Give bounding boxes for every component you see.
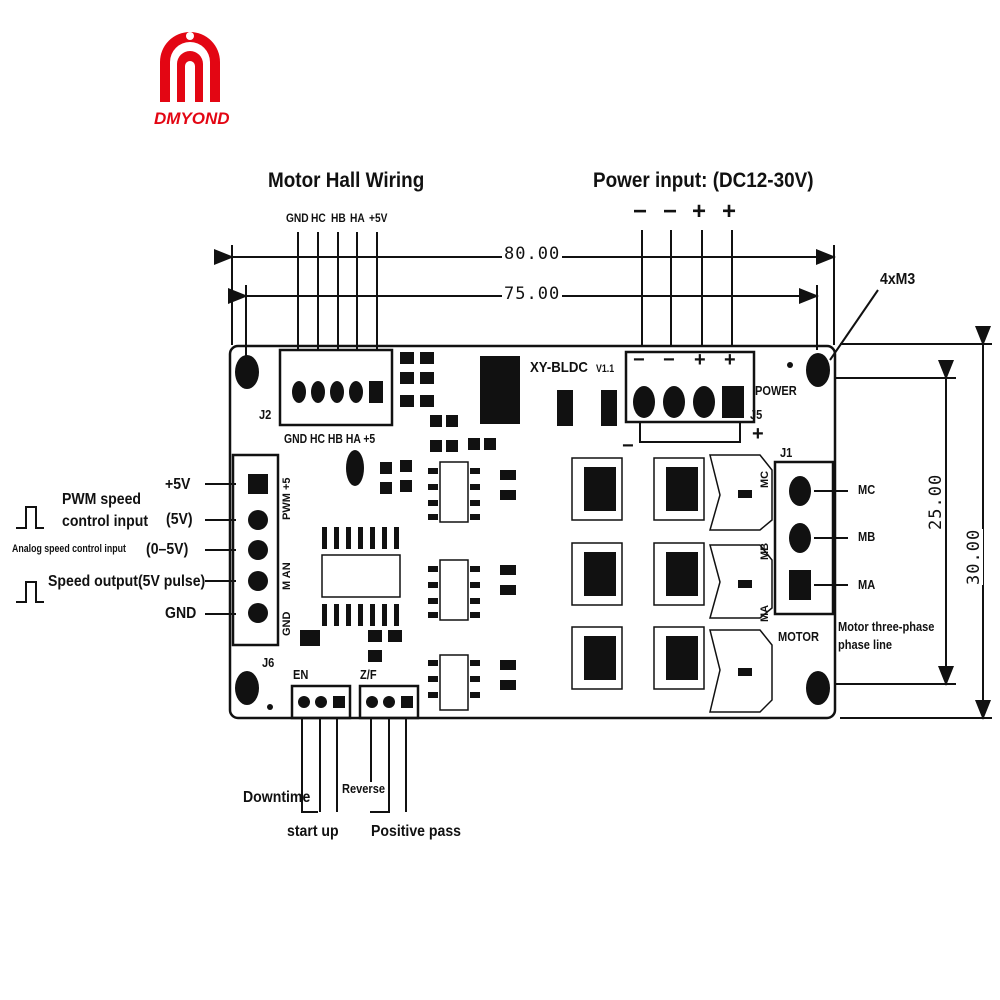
right-mb-label: MB (858, 529, 876, 544)
board-model: XY-BLDC (530, 359, 588, 376)
reverse-label: Reverse (342, 781, 386, 796)
hall-header-hc: HC (311, 211, 326, 225)
pcb-mb-label: MB (759, 542, 771, 560)
j2-pin-labels: GND HC HB HA +5 (284, 431, 376, 446)
hall-wiring-title: Motor Hall Wiring (268, 169, 425, 192)
board-motor-label: MOTOR (778, 629, 819, 644)
power-sign-2: − (663, 198, 678, 225)
hall-header-ha: HA (350, 211, 365, 225)
dim-80-label: 80.00 (502, 244, 563, 264)
board-plus-mark: + (752, 423, 764, 445)
pcb-pwm-5-label: PWM +5 (281, 477, 293, 520)
downtime-label: Downtime (243, 789, 311, 806)
board-power-pin-3: + (694, 349, 706, 371)
board-power-pin-1: − (633, 349, 645, 371)
speed-output-label: Speed output(5V pulse) (48, 573, 206, 590)
motor-phase-line1: Motor three-phase (838, 619, 935, 634)
board-power-pin-2: − (663, 349, 675, 371)
hall-header-gnd: GND (286, 211, 309, 225)
pwm-level: (5V) (166, 511, 193, 528)
j1-label: J1 (780, 445, 793, 460)
speed-pulse-icon (14, 580, 46, 604)
pcb-mc-label: MC (759, 470, 771, 488)
pwm-label-line2: control input (62, 513, 149, 530)
motor-phase-line2: phase line (838, 637, 893, 652)
left-gnd-label: GND (165, 605, 197, 622)
dim-75-label: 75.00 (502, 284, 563, 304)
en-label: EN (293, 667, 309, 682)
left-5v-label: +5V (165, 476, 191, 493)
pcb-gnd-label: GND (281, 611, 293, 636)
power-input-title: Power input: (DC12-30V) (593, 169, 814, 192)
pcb-m-an-label: M AN (281, 562, 293, 590)
brand-logo-icon (160, 32, 220, 102)
m3-leader (829, 289, 879, 361)
analog-level: (0–5V) (146, 541, 189, 558)
dim-30-label: 30.00 (964, 528, 984, 585)
power-sign-1: − (633, 198, 648, 225)
right-mc-label: MC (858, 482, 876, 497)
j6-label: J6 (262, 655, 275, 670)
zf-label: Z/F (360, 667, 377, 682)
j2-label: J2 (259, 407, 272, 422)
pcb-ma-label: MA (759, 604, 771, 622)
positive-pass-label: Positive pass (371, 823, 462, 840)
dim-25-label: 25.00 (926, 473, 946, 530)
pcb-outline (228, 344, 837, 720)
power-sign-4: + (722, 198, 737, 225)
pwm-pulse-icon (14, 505, 46, 529)
mounting-holes-label: 4xM3 (880, 271, 916, 288)
board-power-label: POWER (755, 383, 797, 398)
hall-header-5v: +5V (369, 211, 388, 225)
board-version: V1.1 (596, 363, 615, 375)
right-ma-label: MA (858, 577, 876, 592)
analog-label: Analog speed control input (12, 543, 126, 555)
start-up-label: start up (287, 823, 339, 840)
board-minus-mark: − (622, 435, 634, 457)
board-power-pin-4: + (724, 349, 736, 371)
power-sign-3: + (692, 198, 707, 225)
pwm-label-line1: PWM speed (62, 491, 142, 508)
brand-name: DMYOND (154, 109, 230, 128)
hall-header-hb: HB (331, 211, 346, 225)
j5-label: J5 (750, 407, 763, 422)
